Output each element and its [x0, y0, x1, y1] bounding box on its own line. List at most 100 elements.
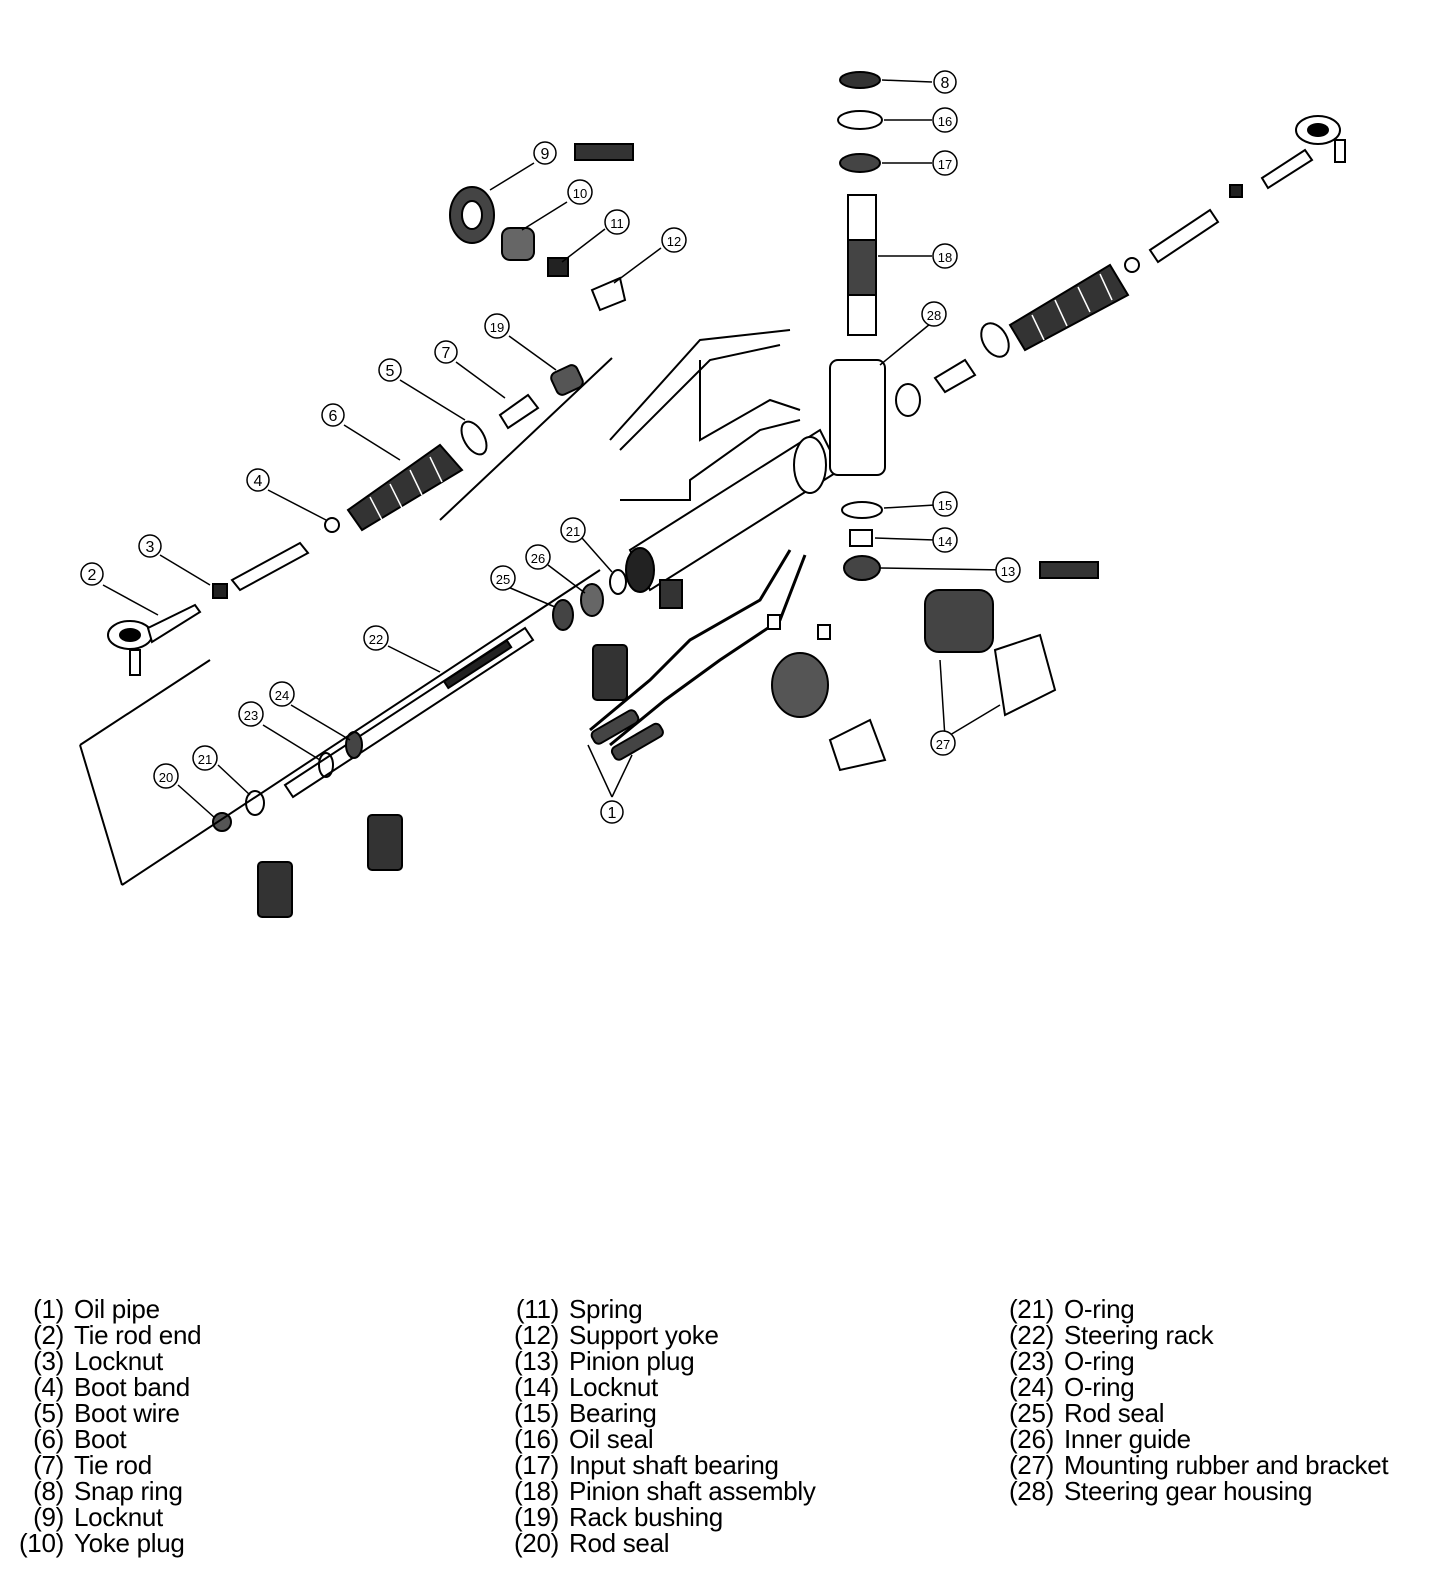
- legend-row: (6)Boot: [33, 1424, 127, 1454]
- o-ring-23: [318, 752, 334, 778]
- legend-row: (17)Input shaft bearing: [513, 1450, 779, 1480]
- boot-band-right: [1124, 257, 1140, 273]
- legend-row: (12)Support yoke: [513, 1320, 719, 1350]
- rod-seal-25: [552, 599, 574, 631]
- svg-text:16: 16: [938, 114, 952, 129]
- rack-bushing: [550, 364, 584, 396]
- legend-row: (4)Boot band: [33, 1372, 190, 1402]
- legend-row: (24)O-ring: [1008, 1372, 1135, 1402]
- svg-text:21: 21: [566, 524, 580, 539]
- legend-row: (19)Rack bushing: [513, 1502, 723, 1532]
- svg-text:12: 12: [667, 234, 681, 249]
- svg-text:4: 4: [254, 473, 263, 490]
- svg-text:24: 24: [275, 688, 289, 703]
- svg-text:1: 1: [608, 805, 617, 822]
- legend-row: (10)Yoke plug: [18, 1528, 185, 1558]
- sealant-tube-upper: [574, 143, 634, 161]
- yoke-plug: [501, 227, 535, 261]
- sealant-tube-right: [1039, 561, 1099, 579]
- tie-rod-end-left: [107, 603, 202, 676]
- tie-rod-inner-left: [498, 393, 540, 430]
- svg-text:5: 5: [386, 363, 395, 380]
- rod-seal-left: [212, 812, 232, 832]
- legend-row: (15)Bearing: [513, 1398, 657, 1428]
- callout-10: 10: [567, 179, 593, 205]
- boot-band-left: [324, 517, 340, 533]
- callout-25: 25: [490, 565, 516, 591]
- mounting-rubber-2: [771, 652, 829, 718]
- legend-row: (11)Spring: [515, 1294, 643, 1324]
- legend-column-2: (11)Spring (12)Support yoke (13)Pinion p…: [505, 1296, 816, 1556]
- legend-row: (23)O-ring: [1008, 1346, 1135, 1376]
- svg-text:10: 10: [573, 186, 587, 201]
- legend-row: (1)Oil pipe: [33, 1294, 160, 1324]
- legend-row: (28)Steering gear housing: [1008, 1476, 1313, 1506]
- legend-column-1: (1)Oil pipe (2)Tie rod end (3)Locknut (4…: [10, 1294, 202, 1558]
- boot-left: [346, 443, 464, 532]
- support-yoke: [590, 276, 627, 312]
- legend-column-3: (21)O-ring (22)Steering rack (23)O-ring …: [1000, 1294, 1389, 1506]
- inner-guide: [580, 583, 604, 617]
- callout-2: 2: [80, 562, 104, 586]
- grease-can-3: [592, 644, 628, 701]
- svg-text:2: 2: [88, 567, 97, 584]
- svg-text:25: 25: [496, 572, 510, 587]
- svg-text:17: 17: [938, 157, 952, 172]
- legend-row: (7)Tie rod: [33, 1450, 152, 1480]
- exploded-view-diagram: 1 2 3 4 5 6 7 8 9 10 11 12 13 14 15 16 1…: [79, 70, 1346, 918]
- snap-ring: [839, 71, 881, 89]
- callout-6: 6: [321, 403, 345, 427]
- svg-text:23: 23: [244, 708, 258, 723]
- callout-14: 14: [932, 527, 958, 553]
- callout-26: 26: [525, 544, 551, 570]
- callout-11: 11: [604, 209, 630, 235]
- callout-27: 27: [930, 730, 956, 756]
- legend-row: (5)Boot wire: [33, 1398, 180, 1428]
- svg-text:11: 11: [610, 216, 624, 231]
- bearing: [841, 501, 883, 519]
- boot-wire-left: [460, 420, 488, 456]
- callout-9: 9: [533, 141, 557, 165]
- svg-text:20: 20: [159, 770, 173, 785]
- legend-row: (13)Pinion plug: [513, 1346, 695, 1376]
- svg-text:22: 22: [369, 632, 383, 647]
- legend-row: (27)Mounting rubber and bracket: [1008, 1450, 1389, 1480]
- callout-16: 16: [932, 107, 958, 133]
- legend-row: (3)Locknut: [33, 1346, 163, 1376]
- callout-8: 8: [933, 70, 957, 94]
- tie-rod-right: [1148, 208, 1220, 264]
- grease-can-1: [257, 861, 293, 918]
- legend-row: (8)Snap ring: [33, 1476, 183, 1506]
- legend-row: (25)Rod seal: [1008, 1398, 1165, 1428]
- svg-text:13: 13: [1001, 564, 1015, 579]
- callout-3: 3: [138, 534, 162, 558]
- svg-text:6: 6: [329, 408, 338, 425]
- svg-text:28: 28: [927, 308, 941, 323]
- svg-text:9: 9: [541, 146, 550, 163]
- locknut-pinion: [849, 529, 873, 547]
- mounting-rubber-1: [924, 589, 994, 653]
- callout-28: 28: [921, 301, 947, 327]
- svg-text:18: 18: [938, 250, 952, 265]
- callout-12: 12: [661, 227, 687, 253]
- o-ring-21-right: [609, 569, 627, 595]
- svg-text:21: 21: [198, 752, 212, 767]
- callout-5: 5: [378, 358, 402, 382]
- callout-19: 19: [484, 313, 510, 339]
- grease-can-2: [367, 814, 403, 871]
- svg-text:3: 3: [146, 539, 155, 556]
- tie-rod-left: [230, 541, 310, 592]
- callout-23: 23: [238, 701, 264, 727]
- oil-seal: [837, 110, 883, 130]
- legend-row: (2)Tie rod end: [33, 1320, 202, 1350]
- legend-row: (21)O-ring: [1008, 1294, 1135, 1324]
- callout-1: 1: [600, 800, 624, 824]
- legend-row: (9)Locknut: [33, 1502, 163, 1532]
- legend-row: (22)Steering rack: [1008, 1320, 1214, 1350]
- svg-text:15: 15: [938, 498, 952, 513]
- callout-7: 7: [434, 340, 458, 364]
- callout-24: 24: [269, 681, 295, 707]
- locknut-left: [212, 583, 228, 599]
- mounting-bracket-1: [993, 633, 1057, 717]
- callout-13: 13: [995, 557, 1021, 583]
